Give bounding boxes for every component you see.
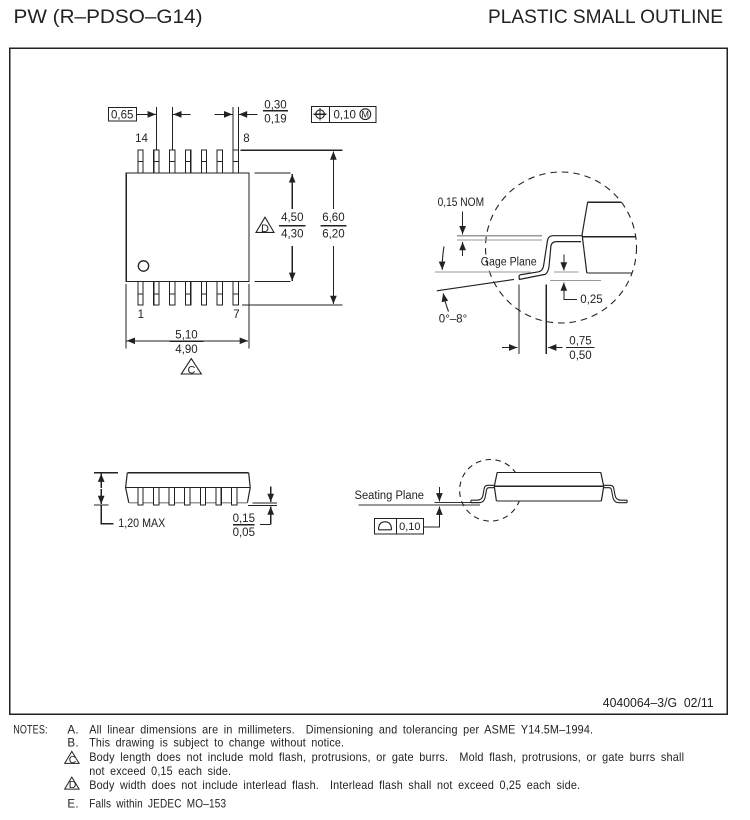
svg-text:Body length does not include m: Body length does not include mold flash,… [89,751,684,764]
svg-text:C: C [188,364,196,376]
svg-text:D: D [261,223,269,235]
svg-text:4,50: 4,50 [281,212,303,224]
svg-text:Gage Plane: Gage Plane [481,256,537,268]
svg-text:0,10: 0,10 [399,521,420,533]
svg-text:4040064–3/G 02/11: 4040064–3/G 02/11 [603,695,714,710]
svg-text:Falls within JEDEC MO–153: Falls within JEDEC MO–153 [89,797,226,810]
svg-text:D: D [69,779,77,791]
svg-text:0,25: 0,25 [580,294,602,306]
svg-text:0,05: 0,05 [233,527,255,539]
svg-text:0,30: 0,30 [264,100,286,112]
svg-text:1,20 MAX: 1,20 MAX [118,518,165,530]
svg-text:8: 8 [243,133,249,145]
svg-text:0,19: 0,19 [264,113,286,125]
svg-text:0°–8°: 0°–8° [439,314,467,326]
svg-text:0,75: 0,75 [569,336,591,348]
svg-text:4,90: 4,90 [175,344,197,356]
svg-text:0,50: 0,50 [569,350,591,362]
svg-text:14: 14 [135,133,148,145]
svg-text:E.: E. [67,797,78,810]
svg-text:0,65: 0,65 [111,109,133,121]
svg-text:All linear dimensions are in m: All linear dimensions are in millimeters… [89,723,593,736]
svg-text:Body width does not include in: Body width does not include interlead fl… [89,779,580,792]
svg-text:0,10: 0,10 [334,109,356,121]
svg-text:PLASTIC SMALL OUTLINE: PLASTIC SMALL OUTLINE [488,6,723,28]
svg-text:C: C [69,754,77,766]
svg-text:1: 1 [138,309,144,321]
svg-text:PW (R–PDSO–G14): PW (R–PDSO–G14) [14,6,203,28]
svg-text:7: 7 [233,309,239,321]
svg-text:6,60: 6,60 [322,212,344,224]
svg-text:5,10: 5,10 [175,329,197,341]
svg-text:Seating Plane: Seating Plane [355,490,425,502]
svg-text:A.: A. [67,723,78,736]
svg-text:NOTES:: NOTES: [13,723,48,736]
svg-text:B.: B. [67,737,78,750]
svg-text:0,15 NOM: 0,15 NOM [438,197,485,209]
svg-text:0,15: 0,15 [233,513,255,525]
svg-text:M: M [362,110,370,120]
svg-text:6,20: 6,20 [322,229,344,241]
svg-text:4,30: 4,30 [281,229,303,241]
svg-text:not exceed 0,15 each side.: not exceed 0,15 each side. [89,765,231,778]
svg-text:This drawing is subject to cha: This drawing is subject to change withou… [89,737,344,750]
